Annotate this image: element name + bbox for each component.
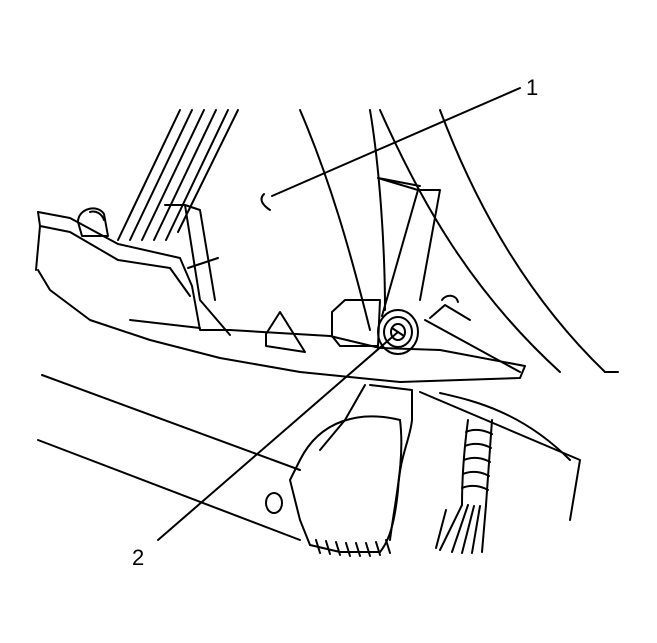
callout-1-label: 1 bbox=[526, 75, 538, 100]
wiring-harness-upper bbox=[117, 109, 239, 241]
mounting-strap bbox=[377, 177, 441, 317]
lower-body-panel bbox=[37, 374, 581, 541]
lower-housing bbox=[265, 384, 413, 557]
wiring-harness-lower bbox=[435, 419, 493, 554]
callout-2-label: 2 bbox=[132, 545, 144, 570]
leader-hook-1 bbox=[260, 193, 271, 211]
leader-line-1 bbox=[271, 87, 521, 197]
pillar-outline bbox=[299, 109, 619, 373]
leader-line-2 bbox=[157, 331, 399, 541]
trim-panel bbox=[35, 204, 526, 383]
